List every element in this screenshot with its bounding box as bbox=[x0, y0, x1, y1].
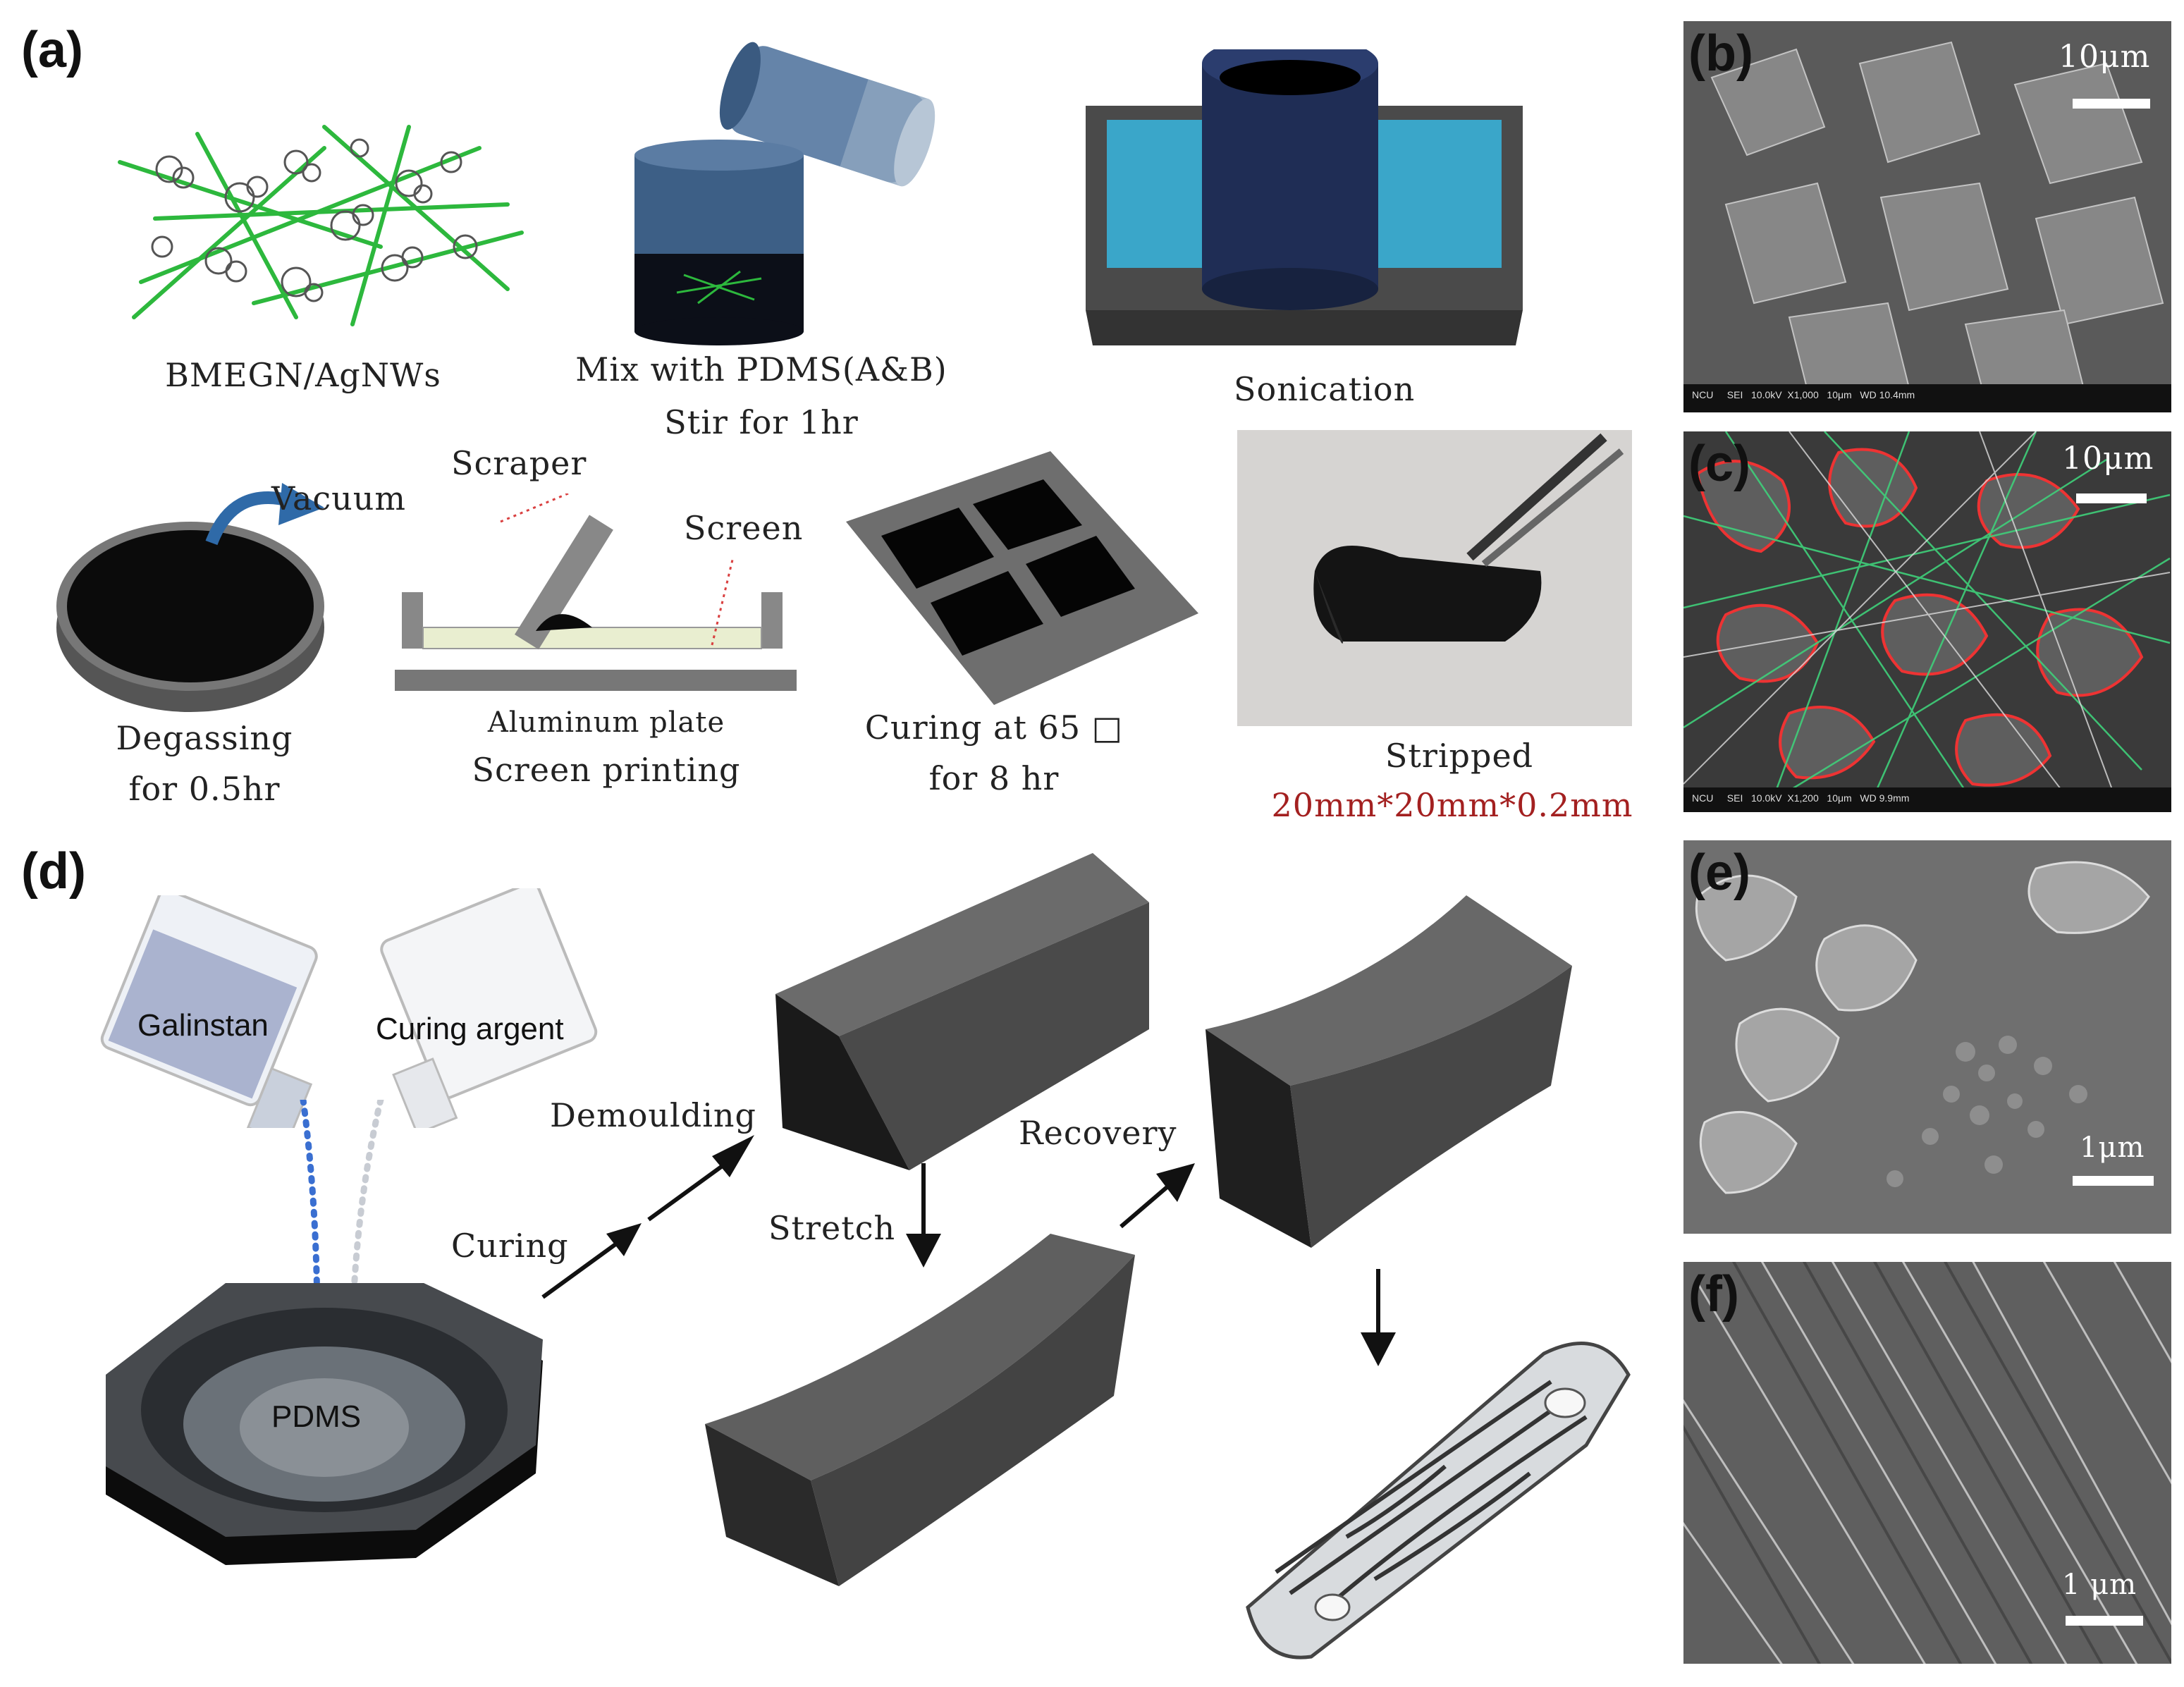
label-degassing-time: for 0.5hr bbox=[128, 770, 281, 808]
panel-label-f: (f) bbox=[1688, 1266, 1739, 1323]
label-aluminum-plate: Aluminum plate bbox=[487, 706, 725, 739]
label-curing: Curing bbox=[451, 1227, 569, 1265]
label-stretch: Stretch bbox=[768, 1209, 896, 1247]
label-mix-with-pdms: Mix with PDMS(A&B) bbox=[575, 350, 947, 388]
curing-arrow bbox=[536, 1100, 768, 1304]
panel-label-a: (a) bbox=[21, 22, 83, 78]
label-stir-1hr: Stir for 1hr bbox=[664, 403, 859, 441]
sem-image-e bbox=[1683, 840, 2171, 1234]
bmegn-agnws-network-illustration bbox=[113, 120, 536, 331]
down-arrow-to-microstructure bbox=[1357, 1269, 1399, 1368]
scale-label-c: 10μm bbox=[2062, 441, 2154, 477]
liquid-metal-microstructure-illustration bbox=[1234, 1241, 1643, 1664]
screen-printing-illustration bbox=[388, 493, 811, 705]
sem-image-b bbox=[1683, 21, 2171, 412]
label-film-dimensions: 20mm*20mm*0.2mm bbox=[1271, 786, 1633, 824]
scale-bar-c bbox=[2076, 493, 2147, 503]
recovered-block-illustration bbox=[1198, 888, 1579, 1255]
stretched-block-illustration bbox=[698, 1170, 1149, 1593]
recovery-arrow bbox=[1114, 1156, 1198, 1234]
label-recovery: Recovery bbox=[1019, 1114, 1177, 1152]
panel-label-d: (d) bbox=[21, 843, 86, 900]
label-curing-time: for 8 hr bbox=[928, 759, 1060, 797]
label-demoulding: Demoulding bbox=[550, 1096, 756, 1134]
label-pdms: PDMS bbox=[271, 1399, 362, 1434]
label-galinstan: Galinstan bbox=[137, 1008, 269, 1043]
sem-footer-b: NCU SEI 10.0kV X1,000 10μm WD 10.4mm bbox=[1692, 389, 1915, 400]
label-degassing: Degassing bbox=[116, 719, 293, 757]
label-vacuum: Vacuum bbox=[271, 479, 407, 517]
curing-agent-bottle-illustration bbox=[360, 888, 642, 1128]
panel-label-e: (e) bbox=[1688, 845, 1750, 901]
scale-bar-e bbox=[2073, 1176, 2154, 1186]
panel-label-c: (c) bbox=[1688, 436, 1750, 492]
scale-label-b: 10μm bbox=[2059, 39, 2151, 75]
sem-image-c bbox=[1683, 431, 2171, 812]
label-scraper: Scraper bbox=[451, 444, 587, 482]
label-curing-agent: Curing argent bbox=[376, 1012, 564, 1046]
sem-image-f bbox=[1683, 1262, 2171, 1664]
label-stripped: Stripped bbox=[1385, 737, 1534, 775]
sem-footer-c: NCU SEI 10.0kV X1,200 10μm WD 9.9mm bbox=[1692, 792, 1910, 804]
label-curing-temp: Curing at 65 □ bbox=[864, 708, 1124, 747]
scale-bar-f bbox=[2066, 1616, 2143, 1626]
pdms-mould-illustration bbox=[99, 1283, 557, 1579]
stripped-film-photo bbox=[1237, 430, 1632, 726]
stretch-arrow-down bbox=[902, 1163, 945, 1269]
scale-bar-b bbox=[2073, 99, 2150, 109]
sonication-bath-illustration bbox=[1079, 49, 1530, 352]
label-bmegn-agnws: BMEGN/AgNWs bbox=[165, 356, 441, 394]
beaker-mix-illustration bbox=[620, 21, 1015, 345]
label-screen: Screen bbox=[684, 509, 804, 547]
panel-label-b: (b) bbox=[1688, 25, 1753, 82]
label-sonication: Sonication bbox=[1234, 370, 1416, 408]
curing-tray-illustration bbox=[839, 444, 1206, 712]
degassing-dish-illustration bbox=[49, 479, 388, 719]
galinstan-bottle-illustration bbox=[56, 895, 338, 1128]
pdms-block-illustration bbox=[768, 846, 1163, 1177]
label-screen-printing: Screen printing bbox=[472, 751, 741, 789]
scale-label-f: 1 μm bbox=[2062, 1569, 2137, 1601]
scale-label-e: 1μm bbox=[2080, 1131, 2145, 1164]
